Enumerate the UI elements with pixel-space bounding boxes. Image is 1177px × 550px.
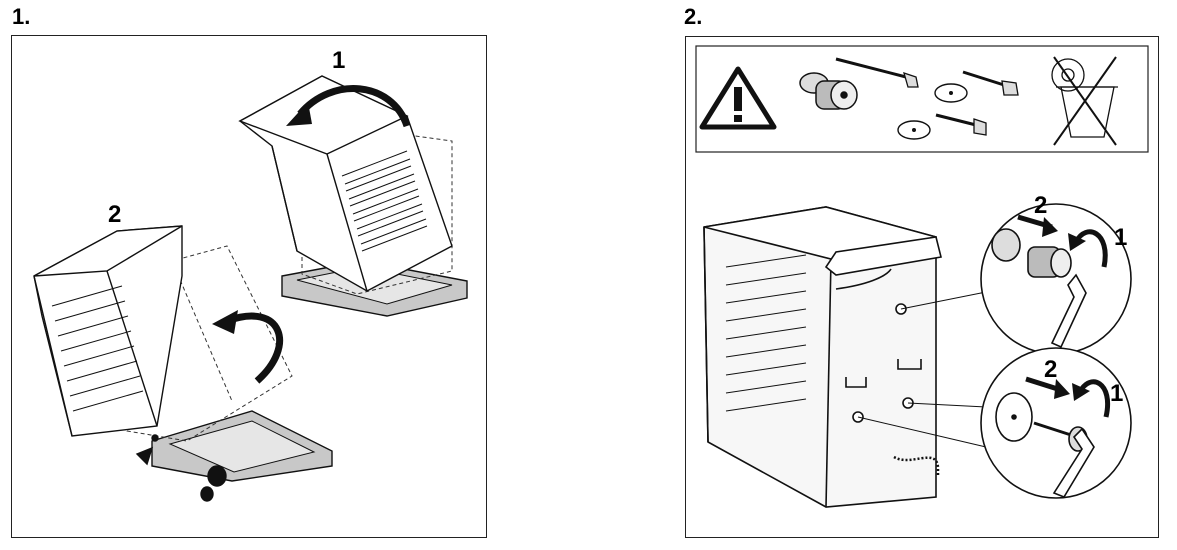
- appliance-rear-view: [703, 206, 987, 508]
- appliance-upper: [238, 75, 468, 317]
- step-2-label: 2.: [684, 4, 703, 29]
- step-1-label: 1.: [12, 4, 31, 29]
- step-1-panel: 1: [11, 35, 487, 538]
- crossed-out-bin-icon: [1051, 56, 1118, 146]
- step-2-panel: 2 1 2 1: [685, 36, 1159, 538]
- transit-bolt-icon: [799, 72, 858, 110]
- detail-circle-top: [980, 203, 1132, 355]
- callout-top-2: 2: [1034, 192, 1047, 219]
- step-2-illustration: 2 1 2 1: [695, 45, 1149, 508]
- detail-circle-bottom: [980, 347, 1132, 499]
- callout-1-upper: 1: [332, 47, 345, 74]
- wrench-icon: [1050, 273, 1087, 349]
- appliance-lower: [33, 225, 333, 502]
- screw-icon: [835, 57, 919, 88]
- callout-2-lower: 2: [108, 201, 121, 228]
- warning-triangle-icon: [699, 66, 777, 130]
- step-1-illustration: 1: [33, 47, 468, 502]
- washer-icon: [897, 120, 931, 140]
- wrench-icon: [1052, 427, 1095, 498]
- washer-icon: [934, 83, 968, 103]
- callout-top-1: 1: [1114, 224, 1127, 251]
- screw-icon: [935, 113, 987, 136]
- callout-bottom-1: 1: [1110, 380, 1123, 407]
- parts-box: [695, 45, 1149, 153]
- screw-icon: [962, 70, 1019, 96]
- callout-bottom-2: 2: [1044, 356, 1057, 383]
